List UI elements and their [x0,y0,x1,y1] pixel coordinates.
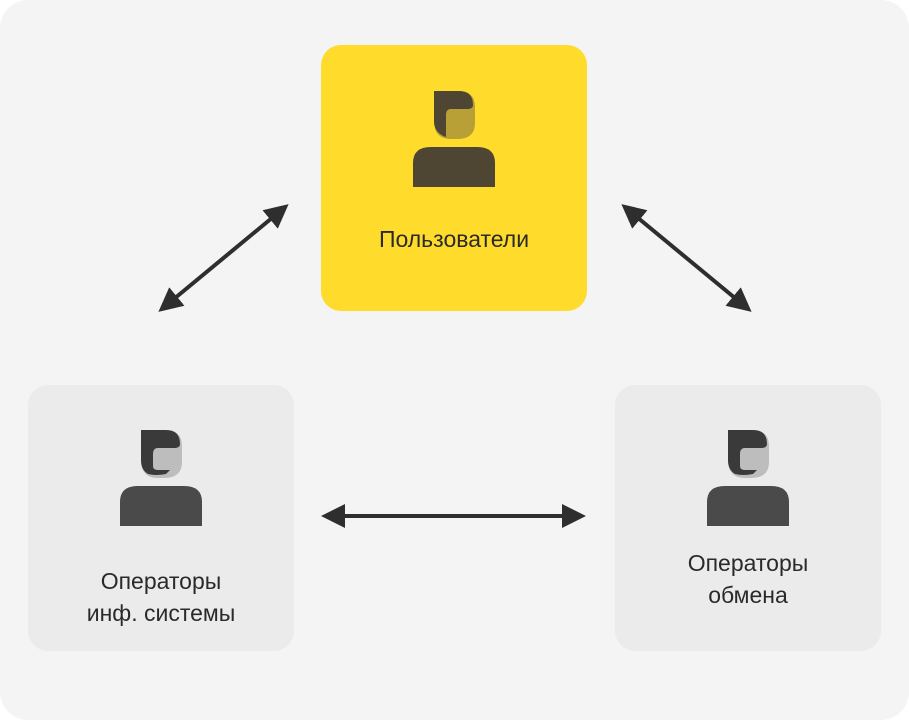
arrow-users-to-exchange-operators [621,204,752,312]
node-exchange-operators-label: Операторы обмена [615,547,881,611]
node-is-operators-label-line-1: Операторы [100,568,222,594]
node-exchange-operators-label-line-1: Операторы [687,550,809,576]
user-icon [120,430,202,526]
node-users-label-line-1: Пользователи [378,226,530,252]
node-users-label: Пользователи [321,223,587,255]
arrow-users-to-is-operators [158,204,289,312]
user-icon [413,91,495,187]
user-icon [707,430,789,526]
node-exchange-operators-label-line-2: обмена [708,582,788,608]
node-exchange-operators: Операторы обмена [615,385,881,651]
node-is-operators-label: Операторы инф. системы [28,565,294,629]
node-is-operators: Операторы инф. системы [28,385,294,651]
node-users: Пользователи [321,45,587,311]
node-is-operators-label-line-2: инф. системы [86,600,236,626]
